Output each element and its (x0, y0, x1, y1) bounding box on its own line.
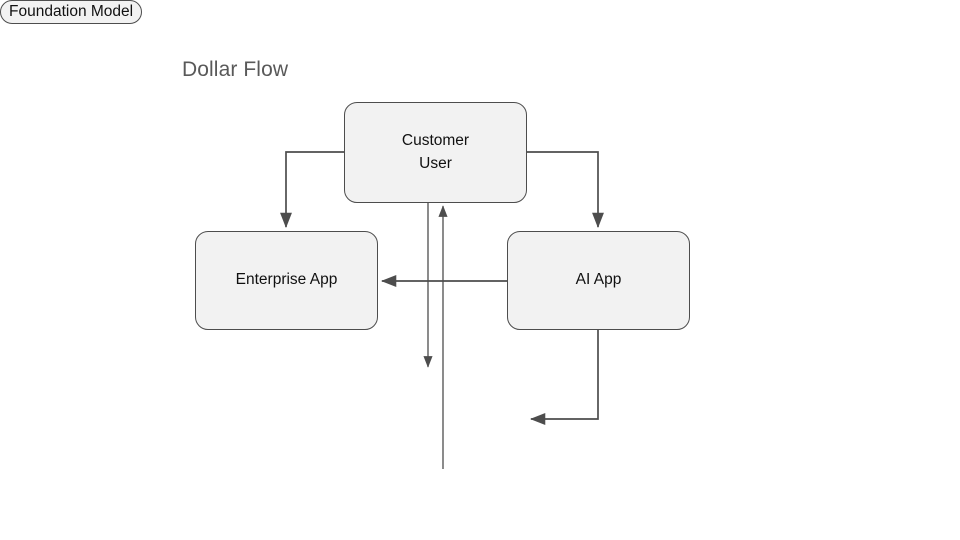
diagram-title: Dollar Flow (182, 58, 289, 81)
node-ai-app[interactable]: AI App (507, 231, 690, 330)
node-customer-user-label: Customer User (401, 132, 470, 172)
node-customer-user[interactable]: Customer User (344, 102, 527, 203)
edge-customer-user-to-ai-app (527, 151, 604, 229)
node-enterprise-app-label: Enterprise App (235, 271, 338, 289)
edge-customer-user-to-enterprise-app (280, 151, 344, 229)
node-foundation-model-label: Foundation Model (9, 3, 134, 20)
node-foundation-model[interactable]: Foundation Model (0, 0, 143, 25)
node-enterprise-app[interactable]: Enterprise App (195, 231, 378, 330)
node-ai-app-label: AI App (575, 271, 622, 289)
edge-ai-app-to-foundation-model (529, 330, 599, 425)
